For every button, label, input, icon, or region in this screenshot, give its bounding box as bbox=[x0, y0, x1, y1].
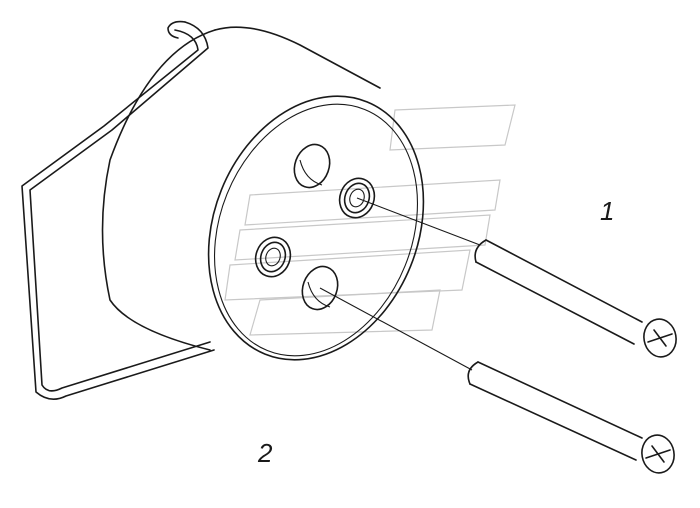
screw-upper bbox=[356, 197, 677, 358]
pin-hole-bottom bbox=[301, 265, 339, 311]
pin-hole-top bbox=[293, 143, 331, 189]
socket-body bbox=[101, 26, 425, 361]
screw-lower bbox=[319, 287, 675, 474]
watermark-logo bbox=[224, 104, 516, 336]
screw-bushing-lower bbox=[254, 236, 292, 278]
callout-2: 2 bbox=[258, 438, 273, 468]
wire-bracket bbox=[21, 20, 215, 400]
callout-1: 1 bbox=[600, 196, 615, 226]
